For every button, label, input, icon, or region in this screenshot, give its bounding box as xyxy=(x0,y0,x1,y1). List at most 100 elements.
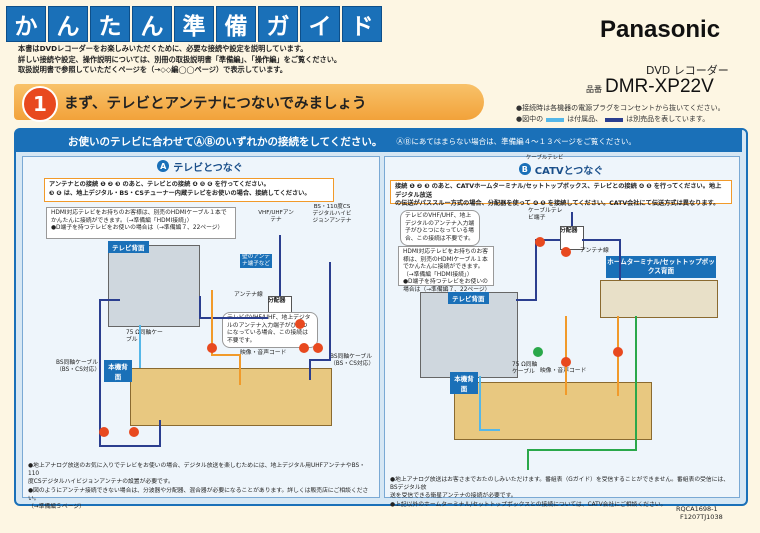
tv-rear-tag-b: テレビ背面 xyxy=(448,292,489,304)
instr-line: アンテナとの接続 ❶ ❷ ❸ のあと、テレビとの接続 ❹ ❺ ❻ を行ってくださ… xyxy=(49,181,270,188)
recorder-rear-a xyxy=(130,368,332,426)
note-line: ●接続時は各機器の電源プラグをコンセントから抜いてください。 xyxy=(516,104,725,112)
column-b-footnotes: ●地上アナログ放送はお客さまでおたのしみいただけます。番組表（Gガイド）を受信す… xyxy=(390,476,734,509)
coax-cable-label-a: 75 Ω同軸ケーブル xyxy=(126,330,163,343)
tv-rear-tag-a: テレビ背面 xyxy=(108,241,149,253)
splitter-a-label: 分配器 xyxy=(268,298,286,304)
column-b-instructions: 接続 ❶ ❷ ❸ のあと、CATVホームターミナル/セットトップボックス、テレビ… xyxy=(390,180,732,207)
foot-line: ●地上アナログ放送のお気に入りでテレビをお使いの場合、デジタル放送を楽しむために… xyxy=(28,463,366,478)
instr-line: 接続 ❶ ❷ ❸ のあと、CATVホームターミナル/セットトップボックス、テレビ… xyxy=(395,183,722,199)
step-number: 1 xyxy=(22,86,58,122)
optional-swatch xyxy=(605,117,624,122)
main-rear-tag-a: 本機背面 xyxy=(104,360,132,382)
intro-line: 詳しい接続や設定、操作説明については、別冊の取扱説明書「準備編」、「操作編」をご… xyxy=(18,54,342,64)
instr-line: の伝送がパススルー方式の場合、分配器を使って ❹ ❺ を接続してください。CAT… xyxy=(395,200,720,207)
splitter-b xyxy=(560,226,584,250)
av-cord-label-a: 映像・音声コード xyxy=(240,350,287,356)
splitter-b-label: 分配器 xyxy=(560,228,578,234)
model-row: 品番 DMR-XP22V xyxy=(586,76,714,98)
marker-5 xyxy=(129,427,139,437)
marker-1 xyxy=(295,319,305,329)
column-a-instructions: アンテナとの接続 ❶ ❷ ❸ のあと、テレビとの接続 ❹ ❺ ❻ を行ってくださ… xyxy=(44,178,334,202)
intro-line: 取扱説明書で参照していただくページを（→◇◇編◯◯ページ）で表示しています。 xyxy=(18,65,287,75)
title-char: ん xyxy=(48,6,88,42)
marker-b4 xyxy=(561,357,571,367)
foot-line: ●上記以外のホームターミナル/セットトップボックスとの接続については、CATV会… xyxy=(390,501,667,508)
panel-header: お使いのテレビに合わせてⒶⒷのいずれかの接続をしてください。 ⒶⒷにあてはまらな… xyxy=(16,130,742,152)
guide-title: か ん た ん 準 備 ガ イ ド xyxy=(6,6,382,42)
marker-6 xyxy=(99,427,109,437)
badge-a: A xyxy=(157,160,170,172)
marker-b3 xyxy=(613,347,623,357)
antenna-cable-label-b: アンテナ線 xyxy=(580,248,609,254)
wall-outlet-label: 壁のアンテナ端子など xyxy=(240,254,272,268)
bubble-a: テレビのVHF/UHF、地上デジタルのアンテナ入力端子がひとつになっている場合、… xyxy=(222,312,318,348)
bs-cable-right-label: BS同軸ケーブル（BS・CS対応） xyxy=(330,354,375,367)
legend-line: ●図中の は付属品、 は別売品を表しています。 xyxy=(516,114,756,125)
step-title: まず、テレビとアンテナにつないでみましょう xyxy=(64,96,367,112)
marker-b-green xyxy=(533,347,543,357)
badge-b: B xyxy=(518,163,531,175)
legend-prefix: ●図中の xyxy=(516,115,544,123)
column-a-title-text: テレビとつなぐ xyxy=(173,162,243,174)
marker-b2 xyxy=(561,247,571,257)
hdmi-line: ●D端子を持つテレビをお使いの場合は（→準備編７、22ページ） xyxy=(51,225,224,232)
home-terminal-rear xyxy=(600,280,718,318)
bubble-b: テレビのVHF/UHF、地上デジタルのアンテナ入力端子がひとつになっている場合、… xyxy=(400,210,480,246)
tv-rear-a xyxy=(108,245,200,327)
model-number: DMR-XP22V xyxy=(605,76,714,97)
av-cord-label-b: 映像・音声コード xyxy=(540,368,587,374)
foot-line: （→準備編５ページ） xyxy=(28,504,85,511)
notes: ●接続時は各機器の電源プラグをコンセントから抜いてください。 ●図中の は付属品… xyxy=(516,103,756,125)
column-b-title-text: CATVとつなぐ xyxy=(534,165,604,177)
column-b-title-ruby: ケーブルテレビ xyxy=(526,155,564,161)
hdmi-line: かんたんに接続ができます。（→準備編「HDMI接続」） xyxy=(51,217,193,224)
home-terminal-tag: ホームターミナル/セットトップボックス背面 xyxy=(606,256,716,278)
coax-b xyxy=(479,376,500,431)
column-a-footnotes: ●地上アナログ放送のお気に入りでテレビをお使いの場合、デジタル放送を楽しむために… xyxy=(28,462,372,511)
tv-rear-b xyxy=(420,292,518,378)
bs-cable-a xyxy=(99,299,161,447)
marker-2 xyxy=(299,343,309,353)
instr-line: ❸ ❻ は、地上デジタル・BS・CSチューナー内蔵テレビをお使いの場合、接続して… xyxy=(49,189,311,197)
title-char: た xyxy=(90,6,130,42)
cable-tv-terminal-label: ケーブルテレビ端子 xyxy=(528,208,563,221)
column-a-hdmi-note: HDMI対応テレビをお持ちのお客様は、別売のHDMIケーブル１本で かんたんに接… xyxy=(46,207,236,239)
title-char: 準 xyxy=(174,6,214,42)
legend-accessory: は付属品、 xyxy=(567,115,603,123)
main-rear-tag-b: 本機背面 xyxy=(450,372,478,394)
hdmi-line: （→準備編「HDMI接続」） xyxy=(403,271,473,278)
legend-optional: は別売品を表しています。 xyxy=(626,115,710,123)
intro-text: 本書はDVDレコーダーをお楽しみいただくために、必要な接続や設定を説明しています… xyxy=(18,44,488,76)
cable-a-2 xyxy=(309,262,331,380)
antenna-cable-label-a: アンテナ線 xyxy=(234,292,263,298)
column-b-title: B CATVとつなぐ xyxy=(384,161,738,177)
title-char: ド xyxy=(342,6,382,42)
doc-code-2: F1207TJ1038 xyxy=(680,513,723,521)
hdmi-line: ●D端子を持つテレビをお使いの場合は（→準備編７、22ページ） xyxy=(403,279,491,293)
marker-b1 xyxy=(535,237,545,247)
product-type: DVD レコーダー xyxy=(646,64,729,77)
doc-code-1: RQCA1698-1 xyxy=(676,505,718,513)
accessory-swatch xyxy=(546,117,565,122)
title-char: 備 xyxy=(216,6,256,42)
intro-line: 本書はDVDレコーダーをお楽しみいただくために、必要な接続や設定を説明しています… xyxy=(18,44,308,53)
marker-3 xyxy=(313,343,323,353)
cable-b-2 xyxy=(582,239,621,280)
foot-line: 度CSデジタルハイビジョンアンテナの設置が必要です。 xyxy=(28,479,174,486)
cable-a-3 xyxy=(199,296,268,319)
foot-line: 送を受信できる衛星アンテナの接続が必要です。 xyxy=(390,493,517,500)
hdmi-line: HDMI対応テレビをお持ちのお客様は、別売のHDMIケーブル１本でかんたんに接続… xyxy=(403,249,489,271)
foot-line: ●地上アナログ放送はお客さまでおたのしみいただけます。番組表（Gガイド）を受信す… xyxy=(390,477,730,492)
model-prefix: 品番 xyxy=(586,85,602,94)
coax-cable-label-b: 75 Ω同軸ケーブル xyxy=(512,362,538,375)
foot-line: ●図のようにアンテナ接続できない場合は、分波器や分配器、混合器が必要になることが… xyxy=(28,487,369,502)
bs-cable-left-label: BS同軸ケーブル（BS・CS対応） xyxy=(56,360,101,373)
title-char: ん xyxy=(132,6,172,42)
bs-antenna-label: BS・110度CSデジタルハイビジョンアンテナ xyxy=(312,204,352,224)
title-char: イ xyxy=(300,6,340,42)
brand-logo: Panasonic xyxy=(600,16,721,43)
marker-4 xyxy=(207,343,217,353)
column-a-title: A テレビとつなぐ xyxy=(22,158,378,174)
